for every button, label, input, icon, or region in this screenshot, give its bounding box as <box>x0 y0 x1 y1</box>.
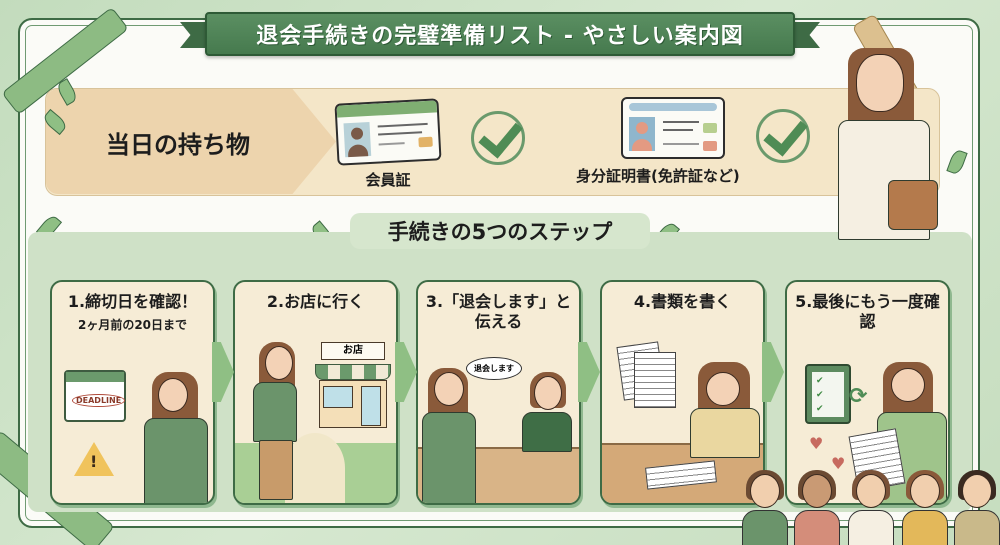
heart-icon: ♥ <box>809 434 824 453</box>
heart-icon: ♥ <box>831 454 846 473</box>
group-of-women-illustration <box>730 470 1000 545</box>
step-title: 3.「退会します」と伝える <box>425 292 572 331</box>
step-card-1: 1.締切日を確認！ 2ヶ月前の20日まで DEADLINE ! <box>50 280 215 505</box>
shop-icon: お店 <box>315 342 391 432</box>
speech-bubble-icon: 退会します <box>466 357 522 380</box>
deadline-label: DEADLINE <box>72 394 126 407</box>
document-icon <box>634 352 676 408</box>
step-card-5: 5.最後にもう一度確認 ✔ ✔ ✔ ⟳ ♥ ♥ <box>785 280 950 505</box>
woman-with-bag-illustration <box>830 40 960 240</box>
step-title: 2.お店に行く <box>266 292 365 311</box>
belongings-heading: 当日の持ち物 <box>106 131 250 159</box>
step-title: 5.最後にもう一度確認 <box>795 292 940 331</box>
step-card-2: 2.お店に行く お店 <box>233 280 398 505</box>
check-icon <box>756 109 810 163</box>
step-subtitle: 2ヶ月前の20日まで <box>77 318 188 332</box>
member-card-icon <box>334 98 442 166</box>
calendar-icon: DEADLINE <box>64 370 126 422</box>
belonging-label: 身分証明書(免許証など) <box>576 167 740 185</box>
page-title: 退会手続きの完璧準備リスト - やさしい案内図 <box>256 24 744 49</box>
belongings-panel: 当日の持ち物 会員証 身分証明書(免許証など) <box>45 88 940 196</box>
steps-heading: 手続きの5つのステップ <box>350 213 650 249</box>
refresh-icon: ⟳ <box>849 384 868 409</box>
title-banner: 退会手続きの完璧準備リスト - やさしい案内図 <box>205 12 795 56</box>
step-title: 1.締切日を確認！ <box>67 292 198 311</box>
belonging-item-member-card: 会員証 <box>334 98 442 190</box>
check-icon <box>471 111 525 165</box>
clipboard-check-icon: ✔ ✔ ✔ <box>805 364 851 424</box>
belonging-item-id-card: 身分証明書(免許証など) <box>576 97 740 186</box>
warning-icon <box>74 442 114 476</box>
step-card-4: 4.書類を書く <box>600 280 765 505</box>
belongings-arrow <box>46 89 336 194</box>
step-title: 4.書類を書く <box>633 292 732 311</box>
id-card-icon <box>620 97 725 159</box>
bag-icon <box>888 180 938 230</box>
belonging-label: 会員証 <box>365 171 411 189</box>
step-card-3: 3.「退会します」と伝える 退会します <box>416 280 581 505</box>
